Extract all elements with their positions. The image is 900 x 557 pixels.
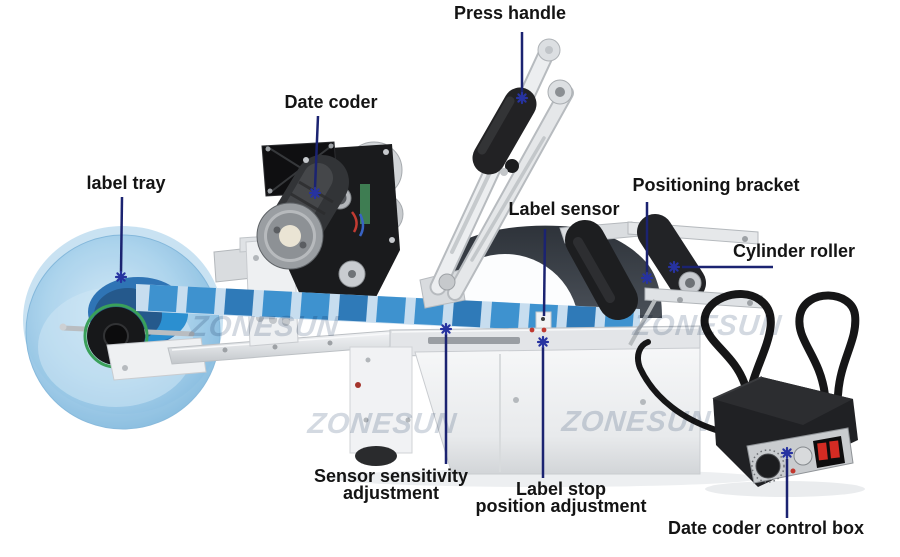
positioning-bracket-rollers [559, 214, 763, 346]
callout-line: position adjustment [475, 496, 647, 516]
watermark-zonesun: ZONESUN [631, 310, 784, 342]
control-box-shadow [705, 481, 865, 497]
callout-label-sensor: Label sensor [508, 199, 620, 219]
callout-label-stop-position-adjustment: Label stop position adjustment [451, 479, 671, 516]
watermark-zonesun: ZONESUN [188, 311, 341, 343]
callout-line: Label stop [515, 479, 606, 499]
callout-cylinder-roller: Cylinder roller [732, 241, 856, 261]
callout-label-tray: label tray [86, 173, 166, 193]
callout-line: Sensor sensitivity [313, 466, 469, 486]
callout-positioning-bracket: Positioning bracket [632, 175, 800, 195]
date-coder-control-box-device [635, 290, 860, 487]
press-handle-arm [419, 38, 574, 309]
callout-line: adjustment [342, 483, 439, 503]
watermark-zonesun: ZONESUN [560, 406, 713, 438]
callout-sensor-sensitivity-adjustment: Sensor sensitivity adjustment [281, 466, 501, 503]
machine-body [349, 346, 701, 475]
callout-date-coder: Date coder [284, 92, 378, 112]
watermark-zonesun: ZONESUN [306, 408, 459, 440]
callout-press-handle: Press handle [453, 3, 567, 23]
callout-date-coder-control-box: Date coder control box [667, 518, 865, 538]
